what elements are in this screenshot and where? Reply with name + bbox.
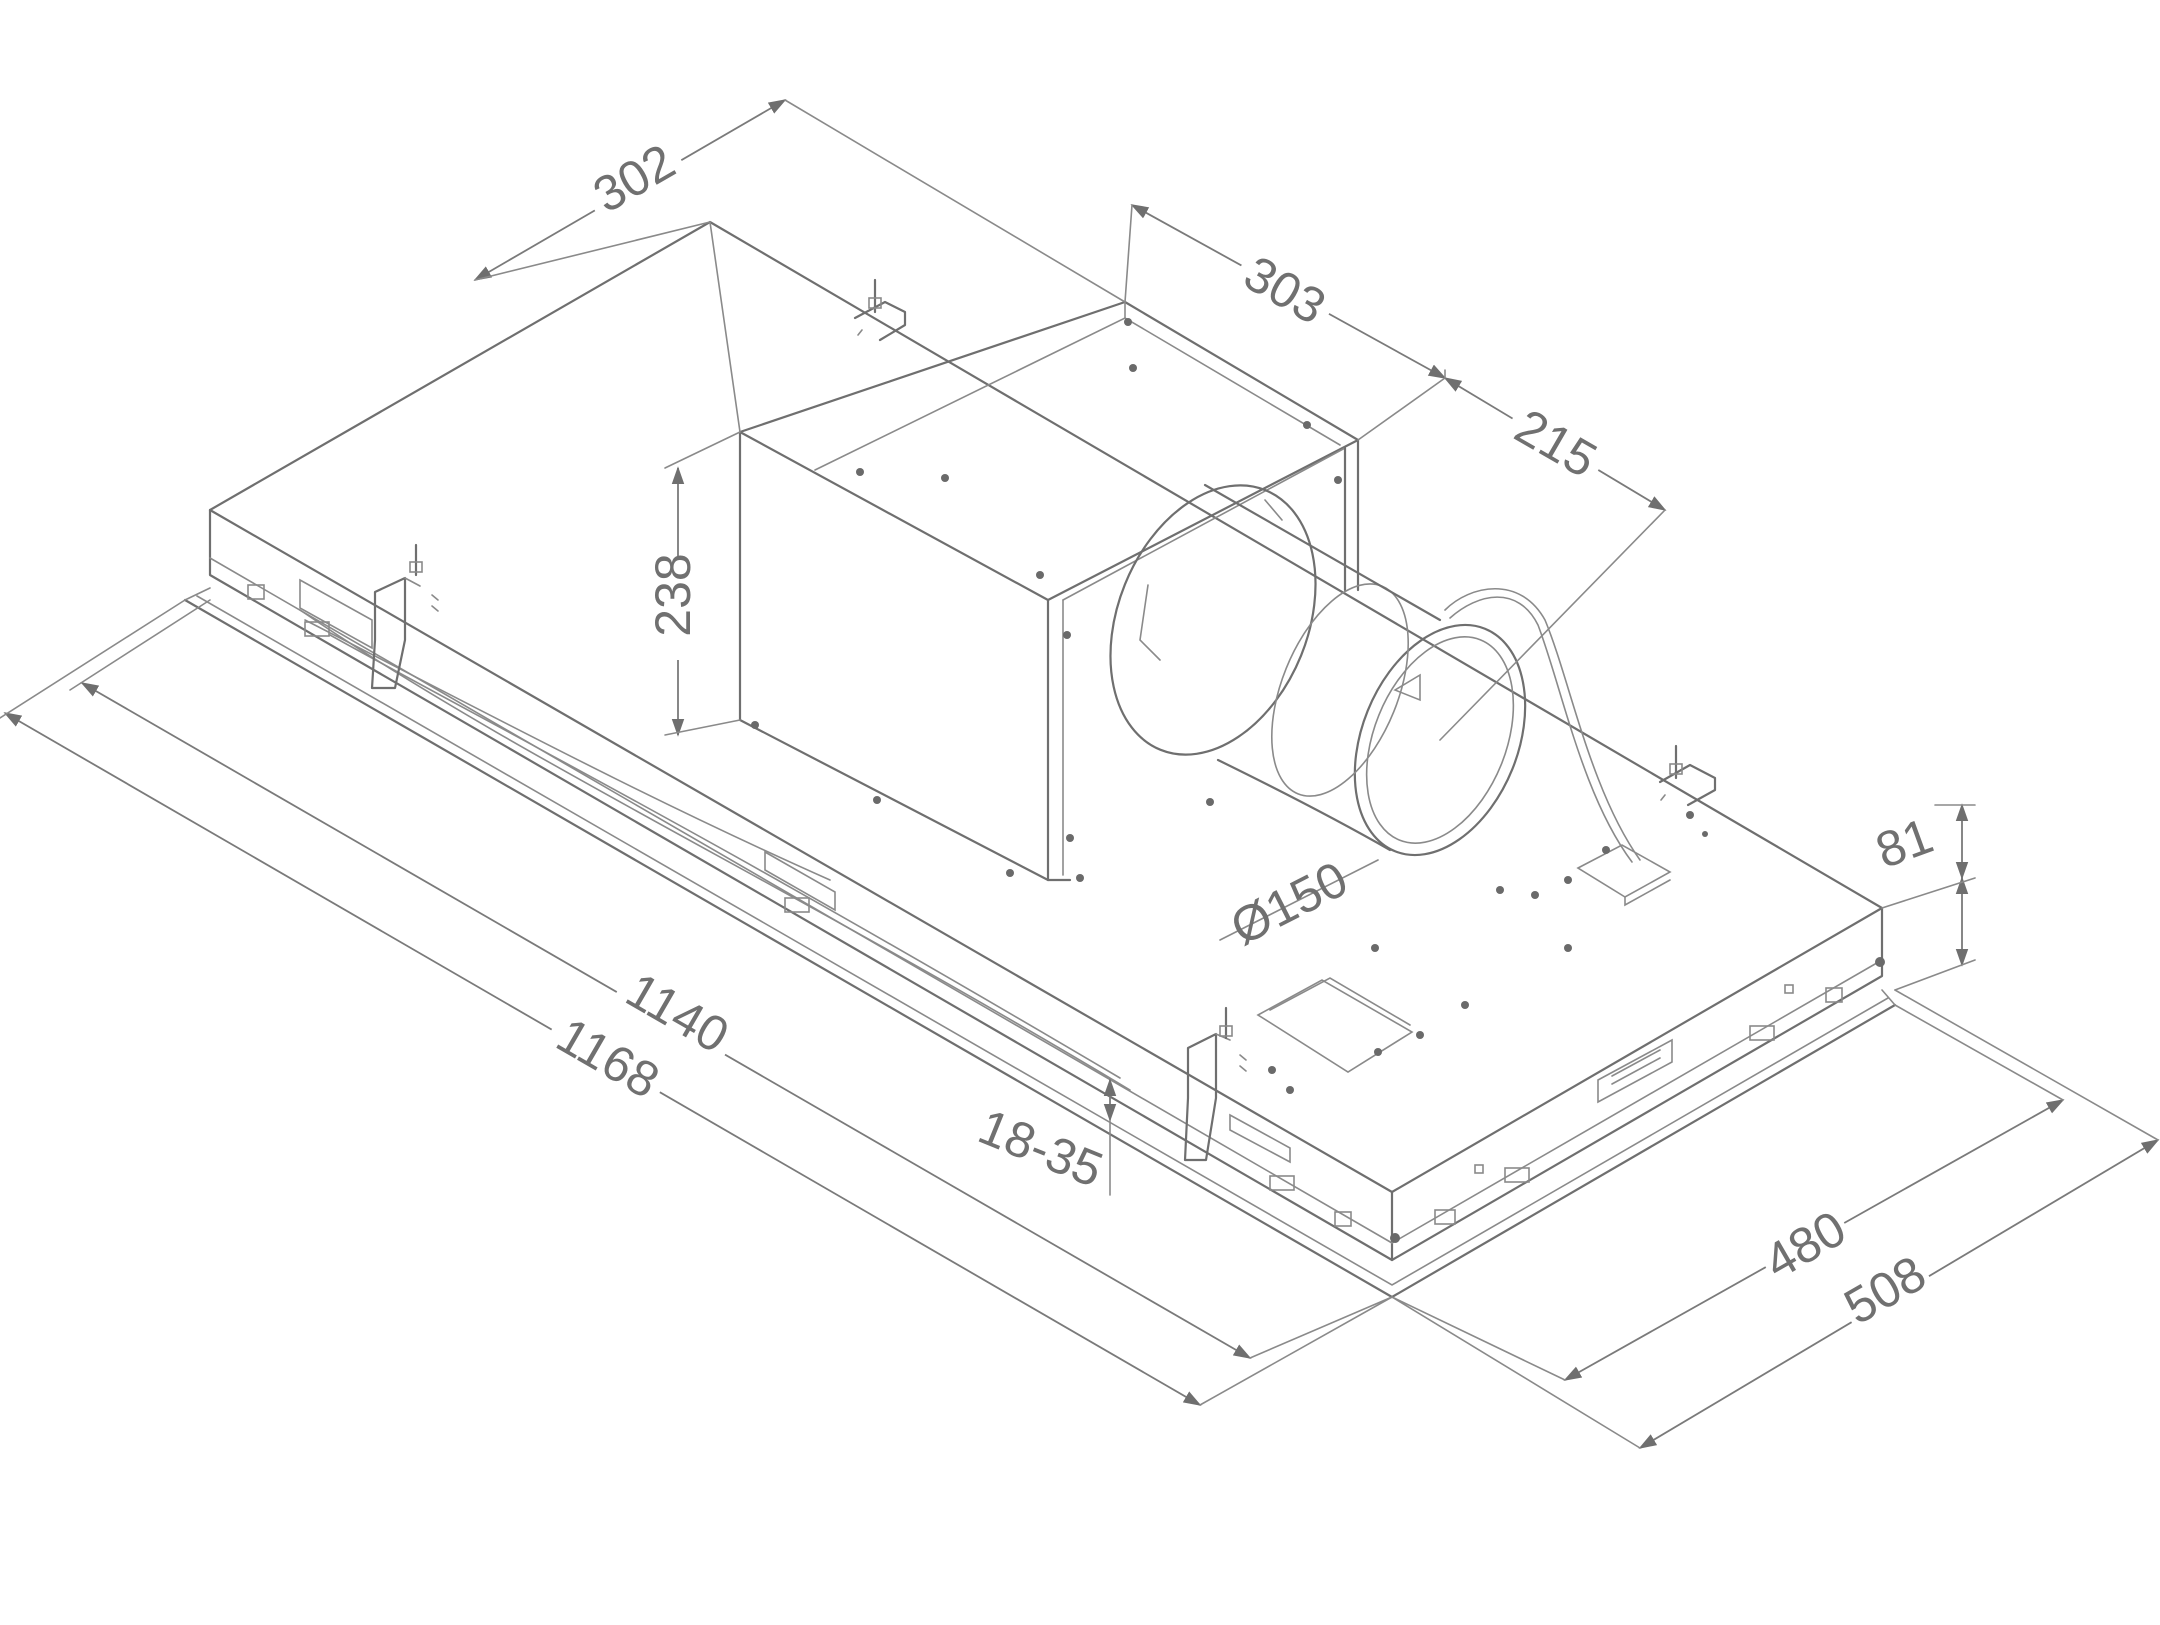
hood-front-face — [208, 508, 1394, 1262]
dimension-lines — [0, 99, 2160, 1449]
duct-rear-flange — [1109, 484, 1317, 756]
top-plate-cutout — [1256, 979, 1414, 1073]
hood-right-face — [1390, 906, 1884, 1262]
outlet-duct — [1109, 483, 1527, 857]
duct-mouth — [1353, 623, 1527, 857]
blower-front-face — [738, 430, 1050, 882]
bracket-icon-right — [1658, 744, 1717, 807]
bracket-icon-rear — [853, 278, 907, 342]
bracket-icon-left — [370, 543, 439, 690]
blower-top-panel — [814, 317, 1341, 471]
connection-box — [1576, 844, 1672, 898]
control-panel — [1597, 1038, 1673, 1104]
blower-top-face — [738, 300, 1360, 602]
dim-diameter-150: Ø150 — [1222, 851, 1356, 956]
ceiling-frame — [183, 598, 1897, 1299]
dimension-labels: 302 303 215 238 Ø150 81 1140 1168 18-35 … — [539, 129, 1940, 1336]
dim-238: 238 — [645, 553, 701, 636]
dim-81: 81 — [1869, 807, 1940, 879]
front-cutout-left — [299, 578, 373, 650]
dim-480: 480 — [1755, 1200, 1855, 1290]
duct-bottom-edge — [1216, 758, 1392, 852]
power-cable — [1444, 587, 1641, 861]
dim-18-35: 18-35 — [971, 1098, 1111, 1198]
bracket-icon-middle — [1183, 1006, 1247, 1162]
dim-508: 508 — [1835, 1245, 1935, 1335]
duct-top-edge — [1203, 483, 1442, 622]
blower-box — [738, 300, 1360, 882]
